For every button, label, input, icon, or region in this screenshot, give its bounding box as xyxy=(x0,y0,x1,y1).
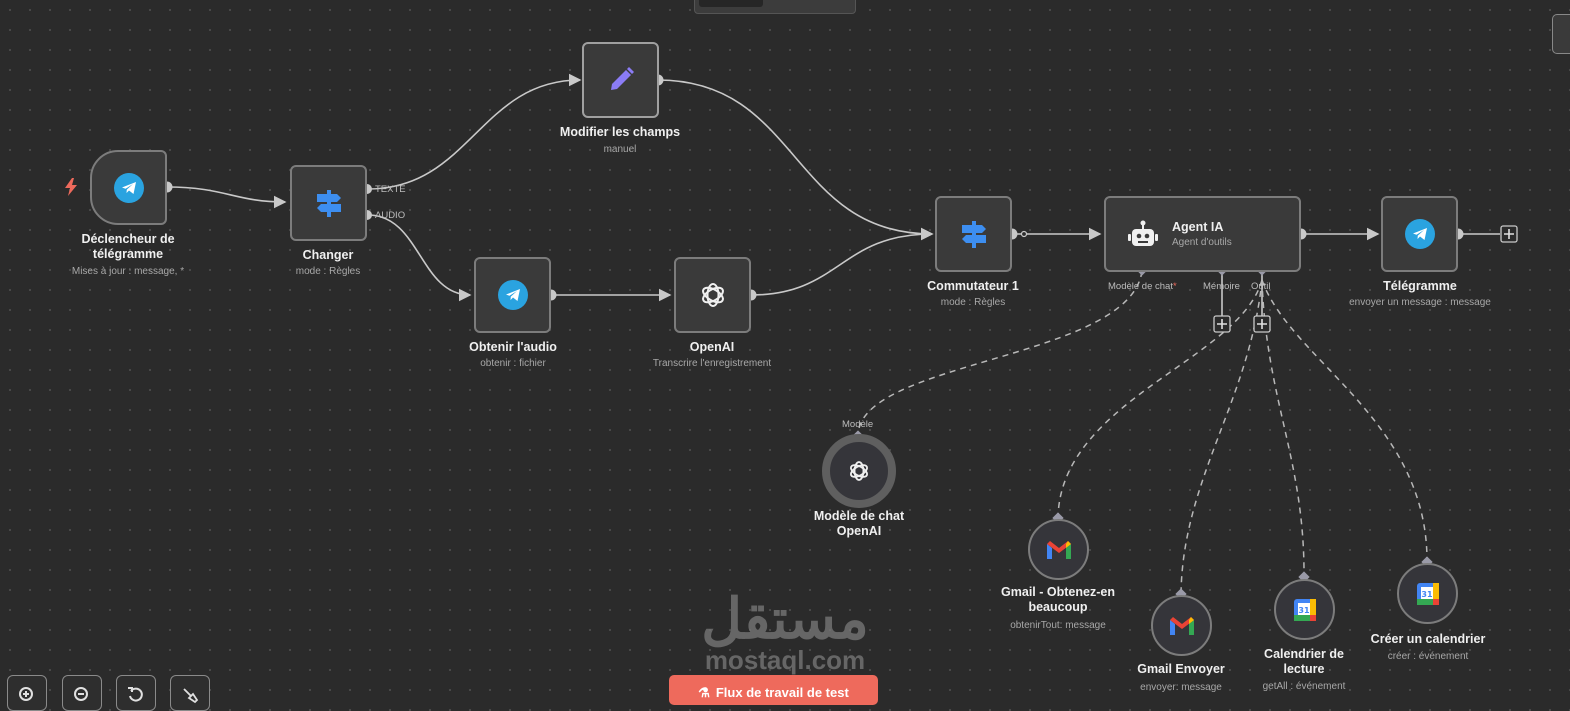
node-chat-model-openai[interactable] xyxy=(822,434,896,508)
agent-port-tool-label: Outil xyxy=(1251,281,1271,292)
telegramme-subtitle: envoyer un message : message xyxy=(1349,297,1491,308)
tidy-up-button[interactable] xyxy=(170,675,210,711)
test-workflow-label: Flux de travail de test xyxy=(715,685,849,700)
node-gmail-send[interactable] xyxy=(1151,595,1212,656)
calendar-read-subtitle: getAll : événement xyxy=(1262,681,1346,692)
canvas-top-tabs[interactable] xyxy=(694,0,856,14)
node-telegram-trigger[interactable] xyxy=(90,150,167,225)
google-calendar-icon: 31 xyxy=(1416,582,1439,605)
node-calendar-create[interactable]: 31 xyxy=(1397,563,1458,624)
commutateur-label: Commutateur 1 xyxy=(927,279,1019,293)
zoom-out-button[interactable] xyxy=(62,675,102,711)
active-tab-segment[interactable] xyxy=(699,0,763,7)
gmail-get-label: Gmail - Obtenez-en beaucoup xyxy=(1001,585,1115,614)
telegram-icon xyxy=(1404,219,1435,249)
obtenir-label: Obtenir l'audio xyxy=(469,340,557,354)
changer-subtitle: mode : Règles xyxy=(295,266,361,277)
gmail-send-label: Gmail Envoyer xyxy=(1137,662,1225,676)
telegram-icon xyxy=(113,172,144,203)
svg-text:31: 31 xyxy=(1298,606,1310,615)
signpost-icon xyxy=(316,190,341,217)
edge-trigger-changer xyxy=(166,186,287,209)
changer-output-texte-label: TEXTE xyxy=(375,184,406,195)
node-changer[interactable] xyxy=(290,165,367,241)
gmail-icon xyxy=(1169,616,1194,635)
watermark-latin: mostaql.com xyxy=(704,645,866,675)
node-gmail-get[interactable] xyxy=(1028,519,1089,580)
watermark: مستقل mostaql.com xyxy=(690,587,880,675)
flask-icon: ⚗ xyxy=(698,685,710,700)
edge-chat-model xyxy=(857,270,1143,437)
calendar-read-label: Calendrier de lecture xyxy=(1264,647,1344,676)
edge-changer-modifier xyxy=(367,73,582,190)
signpost-icon xyxy=(961,221,986,248)
openai-label: OpenAI xyxy=(689,340,735,354)
zoom-out-icon xyxy=(74,687,88,701)
chat-model-label: Modèle de chat OpenAI xyxy=(813,509,905,538)
agent-subtitle: Agent d'outils xyxy=(1172,237,1232,248)
node-agent-ia[interactable]: Agent IA Agent d'outils xyxy=(1104,196,1301,272)
robot-icon xyxy=(1128,220,1158,246)
edge-tool-calendar-create xyxy=(1261,279,1428,563)
node-obtenir-audio[interactable] xyxy=(474,257,551,333)
openai-icon xyxy=(701,283,724,307)
broom-icon xyxy=(183,688,199,704)
gmail-icon xyxy=(1046,540,1071,559)
svg-text:31: 31 xyxy=(1421,590,1433,599)
telegram-icon xyxy=(497,280,528,310)
reset-icon xyxy=(128,687,143,702)
test-workflow-button[interactable]: ⚗ Flux de travail de test xyxy=(669,675,878,705)
trigger-subtitle: Mises à jour : message, * xyxy=(71,266,185,277)
agent-port-memory-label: Mémoire xyxy=(1203,281,1240,292)
zoom-in-button[interactable] xyxy=(7,675,47,711)
reset-zoom-button[interactable] xyxy=(116,675,156,711)
node-modifier-champs[interactable] xyxy=(582,42,659,118)
chat-model-port-label: Modèle xyxy=(842,419,874,430)
telegramme-label: Télégramme xyxy=(1383,279,1457,293)
google-calendar-icon: 31 xyxy=(1293,598,1316,621)
edge-tool-calendar-read xyxy=(1261,279,1305,579)
zoom-in-icon xyxy=(19,687,33,701)
watermark-arabic: مستقل xyxy=(701,587,869,650)
side-panel-toggle[interactable] xyxy=(1552,14,1570,54)
obtenir-subtitle: obtenir : fichier xyxy=(480,358,546,369)
openai-icon xyxy=(850,461,868,481)
edge-changer-obtenir xyxy=(367,214,472,302)
changer-output-audio-label: AUDIO xyxy=(375,210,406,221)
gmail-send-subtitle: envoyer: message xyxy=(1140,682,1222,693)
trigger-label: Déclencheur de télégramme xyxy=(81,232,175,261)
modifier-subtitle: manuel xyxy=(603,144,637,155)
node-calendar-read[interactable]: 31 xyxy=(1274,579,1335,640)
node-telegramme[interactable] xyxy=(1381,196,1458,272)
agent-label: Agent IA xyxy=(1172,220,1224,234)
calendar-create-subtitle: créer : événement xyxy=(1387,651,1469,662)
pencil-icon xyxy=(610,67,634,90)
calendar-create-label: Créer un calendrier xyxy=(1370,632,1486,646)
node-commutateur[interactable] xyxy=(935,196,1012,272)
gmail-get-subtitle: obtenirTout: message xyxy=(1010,620,1106,631)
node-openai[interactable] xyxy=(674,257,751,333)
changer-label: Changer xyxy=(302,248,354,262)
edge-modifier-commutateur xyxy=(657,79,934,241)
modifier-label: Modifier les champs xyxy=(559,125,681,139)
edge-tool-gmail-get xyxy=(1057,279,1263,519)
agent-port-model-label: Modèle de chat* xyxy=(1108,281,1177,292)
commutateur-subtitle: mode : Règles xyxy=(940,297,1006,308)
openai-subtitle: Transcrire l'enregistrement xyxy=(652,358,772,369)
edge-openai-commutateur xyxy=(750,227,934,296)
trigger-bolt-icon xyxy=(65,178,77,196)
